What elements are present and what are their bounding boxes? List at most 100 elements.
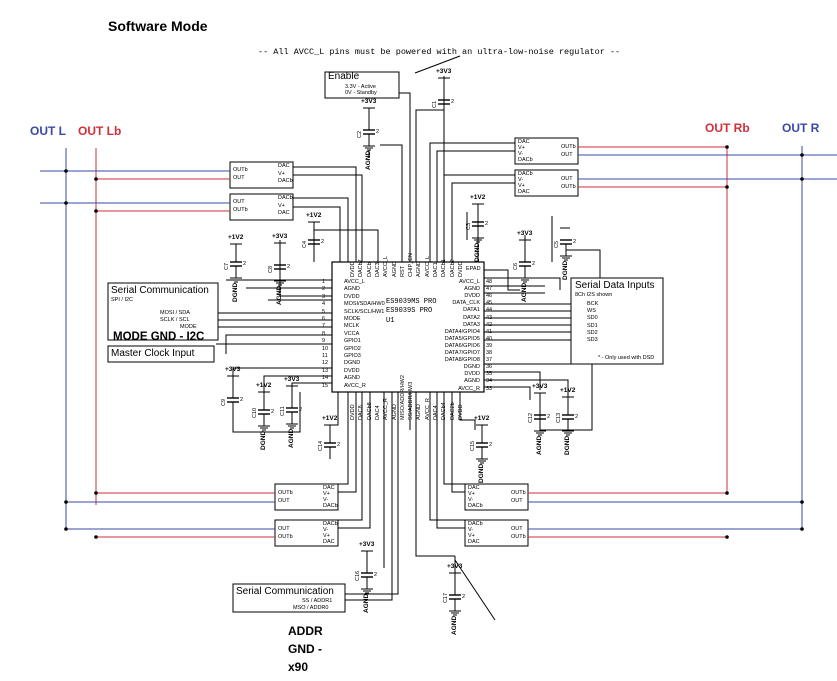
dac-block-pin-label: DAC: [278, 210, 290, 216]
chip-top-pin-label: AVCC_L: [424, 256, 431, 277]
chip-left-pin-number: 4: [322, 301, 326, 308]
dac-block-pin-label: V+: [323, 533, 330, 539]
out-lb-label: OUT Lb: [78, 124, 122, 138]
capacitor-label: C16: [355, 570, 361, 581]
chip-left-pin-label: AVCC_L: [344, 279, 365, 285]
chip-left-pin-label: MODE: [344, 316, 361, 322]
serial-data-pin: SD0: [587, 315, 598, 322]
serial-comm2-title: Serial Communication: [236, 586, 334, 597]
dac-block-pin-label: DACb: [468, 503, 483, 509]
chip-left-pin-number: 14: [322, 375, 329, 382]
capacitor-label: C1: [432, 100, 438, 108]
dac-block-pin-label: V+: [278, 202, 285, 209]
dac-block-pin-label: DACb: [278, 178, 293, 184]
dac-block-out-label: OUT: [233, 175, 245, 181]
dac-block-pin-label: V+: [468, 491, 475, 497]
chip-left-pin-label: GPIO1: [344, 338, 361, 345]
chip-left-pin-number: 10: [322, 345, 329, 352]
rail-label: +3V3: [272, 233, 288, 240]
dac-block-out-label: OUTb: [233, 167, 248, 173]
chip-epad: EPAD: [466, 266, 481, 272]
rail-label: +3V3: [532, 383, 548, 390]
design-note: -- All AVCC_L pins must be powered with …: [258, 47, 621, 57]
serial-data-pin: SD3: [587, 337, 598, 343]
out-rb-label: OUT Rb: [705, 121, 750, 135]
junction-dot: [94, 177, 98, 181]
chip-left-pin-number: 12: [322, 360, 329, 367]
rail-label: +3V3: [517, 230, 533, 237]
junction-dot: [64, 169, 68, 173]
addr-label-line-1: ADDR: [288, 624, 323, 638]
chip-right-pin-number: 40: [486, 335, 493, 342]
capacitor-label: C15: [470, 440, 476, 451]
capacitor-value: 2: [573, 239, 577, 245]
rail-label: +3V3: [225, 366, 241, 373]
dac-block-out-label: OUT: [278, 526, 290, 532]
serial-comm-subtitle: SPI / I2C: [111, 297, 134, 303]
dac-block-pin-label: V-: [518, 177, 524, 183]
chip-top-pin-label: AGND: [416, 261, 423, 277]
serial-data-pin: SD2: [587, 329, 598, 336]
capacitor-label: C9: [221, 398, 227, 406]
chip-right-pin-number: 38: [486, 350, 493, 356]
serial-data-title: Serial Data Inputs: [575, 280, 655, 291]
chip-left-pin-label: DVDD: [344, 293, 360, 300]
chip-right-pin-label: AGND: [464, 378, 480, 385]
chip-bottom-pin-label: AVCC_R: [424, 398, 431, 420]
capacitor-value: 2: [532, 261, 536, 267]
chip-left-pin-label: GPIO2: [344, 345, 361, 352]
addr-label-line-2: GND -: [288, 642, 322, 656]
dac-block-out-label: OUTb: [278, 534, 293, 540]
dac-block-out-label: OUT: [561, 176, 573, 182]
chip-right-pin-label: DATA1: [463, 307, 480, 314]
chip-right-pin-label: AVCC_R: [458, 385, 480, 392]
junction-dot: [94, 209, 98, 213]
chip-left-pin-label: AVCC_R: [344, 382, 366, 389]
chip-bottom-pin-label: AVCC_R: [383, 398, 390, 420]
addr-label-line-3: x90: [288, 660, 309, 674]
chip-bottom-pin-label: AGND: [416, 404, 423, 420]
capacitor-label: C5: [554, 240, 560, 248]
rail-label: +3V3: [359, 541, 375, 548]
dac-block-pin-label: DACb: [518, 157, 533, 163]
serial-data-footnote: * - Only used with DSD: [598, 355, 655, 361]
chip-left-pin-number: 15: [322, 382, 329, 389]
dac-block-out-label: OUTb: [511, 534, 526, 540]
chip-top-pin-label: CHIP_EN: [408, 253, 415, 277]
dac-block-pin-label: V+: [468, 533, 475, 539]
ground-label: AGND: [536, 435, 543, 455]
chip-top-pin-label: AGND: [391, 261, 398, 277]
chip-right-pin-label: DATA5/GPIO5: [444, 335, 480, 342]
capacitor-label: C2: [357, 130, 363, 138]
chip-name-2: ES9039S PRO: [386, 307, 433, 315]
chip-left-pin-number: 1: [322, 279, 326, 285]
chip-left-pin-label: MOSI/SDA/HW0: [344, 301, 385, 308]
chip-right-pin-number: 37: [486, 357, 493, 364]
dac-block-pin-label: DAC: [468, 485, 480, 491]
dac-block-pin-label: DACb: [278, 195, 293, 201]
dac-block-left-3: [274, 483, 339, 511]
rail-label: +1V2: [474, 415, 490, 422]
capacitor-label: C6: [513, 262, 519, 270]
capacitor-label: C7: [224, 262, 230, 270]
serial-comm-pin-2: MODE: [180, 324, 197, 330]
chip-top-pin-label: DACb1: [441, 259, 448, 277]
chip-right-pin-number: 33: [486, 385, 493, 392]
rail-label: +3V3: [447, 563, 463, 570]
junction-dot: [64, 527, 68, 531]
mode-label: MODE GND - I2C: [113, 331, 205, 343]
dac-block-pin-label: DACb: [323, 521, 338, 527]
chip-top-pin-label: DAC1: [433, 262, 439, 277]
dac-block-pin-label: DACb: [323, 503, 338, 509]
chip-left-pin-number: 11: [322, 353, 328, 359]
chip-top-pin-label: AVCC_L: [383, 256, 390, 277]
capacitor-value: 2: [489, 442, 493, 448]
chip-left-pin-number: 9: [322, 338, 326, 345]
chip-bottom-pin-label: DAC4: [374, 405, 381, 420]
chip-left-pin-number: 5: [322, 308, 326, 315]
ground-label: AGND: [288, 428, 295, 448]
chip-bottom-pin-label: SS/ADDR/HW3: [408, 381, 415, 420]
serial-comm-title: Serial Communication: [111, 285, 209, 296]
dac-block-pin-label: DAC: [518, 189, 530, 195]
ground-label: DGND: [562, 260, 569, 280]
